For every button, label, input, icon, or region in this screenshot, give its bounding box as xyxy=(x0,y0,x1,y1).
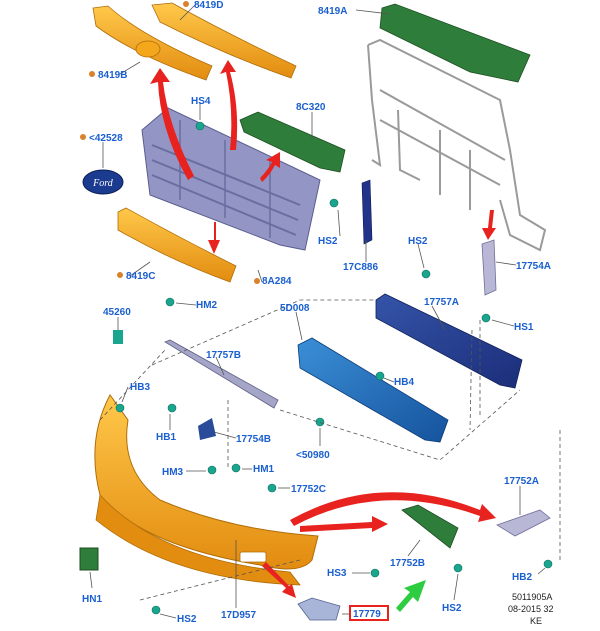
bracket-17757B xyxy=(164,339,279,409)
upper-trim-8419D xyxy=(151,2,297,79)
bracket-17754A xyxy=(481,239,497,296)
arrow-to-8C320 xyxy=(260,152,280,182)
label-17752C: 17752C xyxy=(291,484,326,495)
fastener-17752C xyxy=(267,483,277,493)
fastener-HS3 xyxy=(370,568,380,578)
label-HM3: HM3 xyxy=(162,467,184,478)
label-8419C: 8419C xyxy=(126,271,155,282)
bracket-17752B xyxy=(401,504,459,549)
fog-lamp-HN1 xyxy=(79,547,99,571)
label-17C886: 17C886 xyxy=(343,262,378,273)
reinforcement-17757A xyxy=(375,293,523,389)
label-HM2: HM2 xyxy=(196,300,218,311)
bumper-fog-opening xyxy=(239,551,267,563)
green-pointer-arrow xyxy=(396,580,426,612)
label-HN1: HN1 xyxy=(82,594,102,605)
bumper-cover-17D957 xyxy=(94,394,319,570)
fastener-HS2b xyxy=(421,269,431,279)
part-labels: 8419D 8419A 8419B HS4 8C320 <42528 HS2 1… xyxy=(82,0,551,625)
label-8C320: 8C320 xyxy=(296,102,326,113)
fastener-HB4 xyxy=(375,371,385,381)
label-17754A: 17754A xyxy=(516,261,551,272)
fastener-50980 xyxy=(315,417,325,427)
arrow-to-17779 xyxy=(262,562,296,598)
arrow-to-17754A xyxy=(482,210,496,240)
diagram-footer: 5011905A 08-2015 32 KE xyxy=(508,592,554,626)
trim-8419B-center-bulge xyxy=(135,40,161,58)
label-HS3: HS3 xyxy=(327,568,347,579)
assembly-arrows xyxy=(150,60,496,598)
label-45260: 45260 xyxy=(103,307,131,318)
label-HB3: HB3 xyxy=(130,382,150,393)
fastener-HM2 xyxy=(165,297,175,307)
label-5D008: 5D008 xyxy=(280,303,310,314)
label-HM1: HM1 xyxy=(253,464,275,475)
footer-code: 5011905A xyxy=(512,592,552,602)
arrow-to-17752A xyxy=(290,492,496,526)
label-17752A: 17752A xyxy=(504,476,539,487)
label-HB4: HB4 xyxy=(394,377,414,388)
label-17779: 17779 xyxy=(353,609,381,620)
arrow-to-8419C xyxy=(208,222,220,254)
fastener-HM1 xyxy=(231,463,241,473)
bracket-17752A xyxy=(496,509,551,537)
label-HS1: HS1 xyxy=(514,322,534,333)
part-17779-highlight-box xyxy=(349,605,389,621)
footer-initials: KE xyxy=(530,616,542,626)
fastener-HB1 xyxy=(167,403,177,413)
arrow-to-17752B xyxy=(300,516,388,532)
label-50980: <50980 xyxy=(296,450,330,461)
fastener-HS2a xyxy=(329,198,339,208)
label-HS2-c: HS2 xyxy=(177,614,197,625)
label-HS2-d: HS2 xyxy=(442,603,462,614)
label-8419D: 8419D xyxy=(194,0,223,11)
lower-trim-8419C xyxy=(117,207,237,283)
label-17757B: 17757B xyxy=(206,350,241,361)
upper-shield-8419A xyxy=(379,3,531,83)
radiator-support xyxy=(367,38,547,252)
label-HS2-b: HS2 xyxy=(408,236,428,247)
label-42528: <42528 xyxy=(89,133,123,144)
label-17757A: 17757A xyxy=(424,297,459,308)
bracket-17754B xyxy=(198,418,216,440)
fastener-HB3 xyxy=(115,403,125,413)
shield-8C320 xyxy=(239,111,346,173)
label-8419A: 8419A xyxy=(318,6,347,17)
label-17752B: 17752B xyxy=(390,558,425,569)
footer-date: 08-2015 32 xyxy=(508,604,554,614)
fasteners xyxy=(115,121,553,615)
reference-dots xyxy=(80,1,260,284)
part-17779 xyxy=(297,597,341,621)
label-HB1: HB1 xyxy=(156,432,176,443)
label-17754B: 17754B xyxy=(236,434,271,445)
absorber-5D008 xyxy=(297,337,449,443)
ford-emblem: Ford xyxy=(82,169,124,195)
arrow-to-8419B xyxy=(150,68,194,180)
fastener-HS1 xyxy=(481,313,491,323)
fastener-HS2d xyxy=(453,563,463,573)
fastener-HS2c xyxy=(151,605,161,615)
fastener-HM3 xyxy=(207,465,217,475)
label-HB2: HB2 xyxy=(512,572,532,583)
bumper-lower-lip xyxy=(95,494,301,586)
leader-lines xyxy=(89,3,546,619)
grille-8A284 xyxy=(141,107,321,251)
fastener-HB2 xyxy=(543,559,553,569)
bracket-45260 xyxy=(113,330,123,344)
dashed-guides xyxy=(99,299,561,601)
bracket-17C886 xyxy=(361,179,373,245)
label-HS2-a: HS2 xyxy=(318,236,338,247)
label-8A284: 8A284 xyxy=(262,276,292,287)
label-17D957: 17D957 xyxy=(221,610,256,621)
label-HS4: HS4 xyxy=(191,96,211,107)
label-8419B: 8419B xyxy=(98,70,127,81)
arrow-to-8419D xyxy=(220,60,238,150)
emblem-lettering: Ford xyxy=(92,178,114,189)
fastener-HS4 xyxy=(195,121,205,131)
